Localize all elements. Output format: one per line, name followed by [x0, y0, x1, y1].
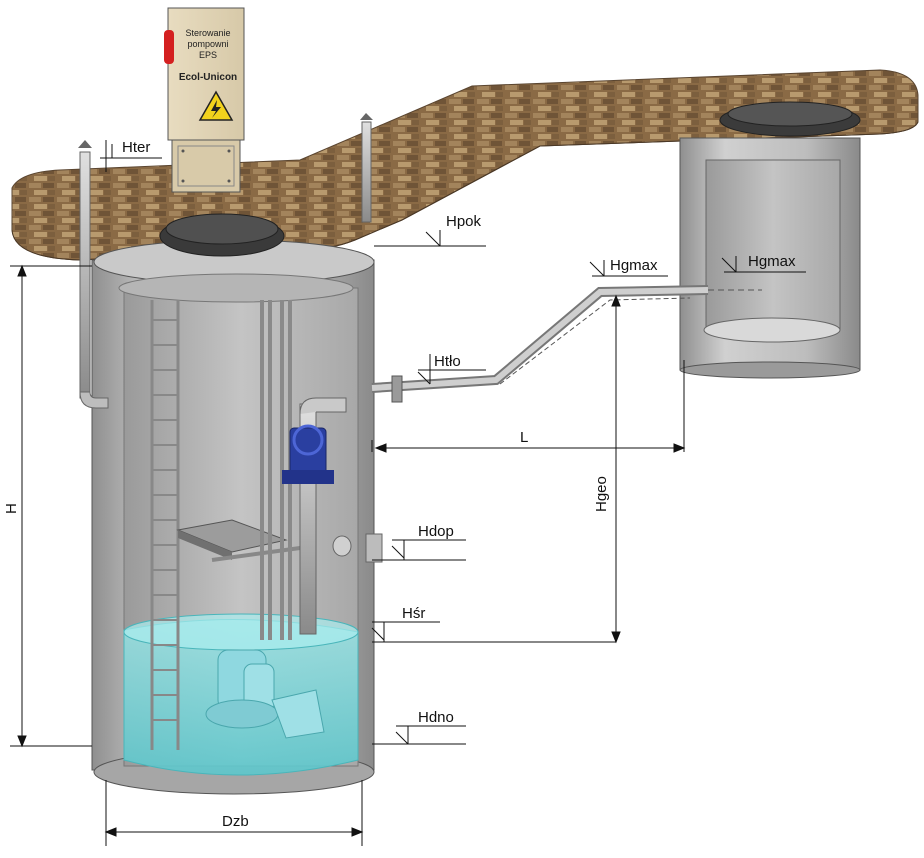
label-hdno: Hdno — [418, 709, 454, 726]
service-platform — [176, 519, 301, 562]
level-markers — [100, 140, 806, 745]
vent-pipe-right — [360, 113, 373, 223]
label-hgeo: Hgeo — [593, 476, 610, 512]
label-hdop: Hdop — [418, 523, 454, 540]
label-hgmax-left: Hgmax — [610, 257, 658, 274]
label-hpok: Hpok — [446, 213, 482, 230]
cabinet-label-line3: EPS — [199, 50, 217, 60]
cabinet-label-line2: pompowni — [187, 39, 228, 49]
label-l: L — [520, 429, 528, 446]
gate-valve — [282, 424, 334, 484]
label-h: H — [3, 503, 20, 514]
high-voltage-warning-icon — [198, 90, 234, 121]
label-hsr: Hśr — [402, 605, 425, 622]
label-hter: Hter — [122, 139, 150, 156]
inlet-pipe — [332, 533, 383, 563]
vent-pipe-left — [78, 140, 109, 409]
cabinet-brand: Ecol-Unicon — [179, 72, 237, 83]
pressure-pipeline — [371, 285, 762, 403]
label-hgmax-right: Hgmax — [748, 253, 796, 270]
dimension-lines — [10, 264, 686, 846]
label-dzb: Dzb — [222, 813, 249, 830]
submersible-pump — [205, 649, 325, 739]
ladder — [150, 300, 180, 750]
control-cabinet: Sterowanie pompowni EPS Ecol-Unicon — [164, 7, 245, 193]
status-indicator — [164, 30, 174, 64]
cabinet-label-line1: Sterowanie — [185, 28, 230, 38]
receiving-well — [679, 101, 861, 379]
label-htlo: Htło — [434, 353, 461, 370]
